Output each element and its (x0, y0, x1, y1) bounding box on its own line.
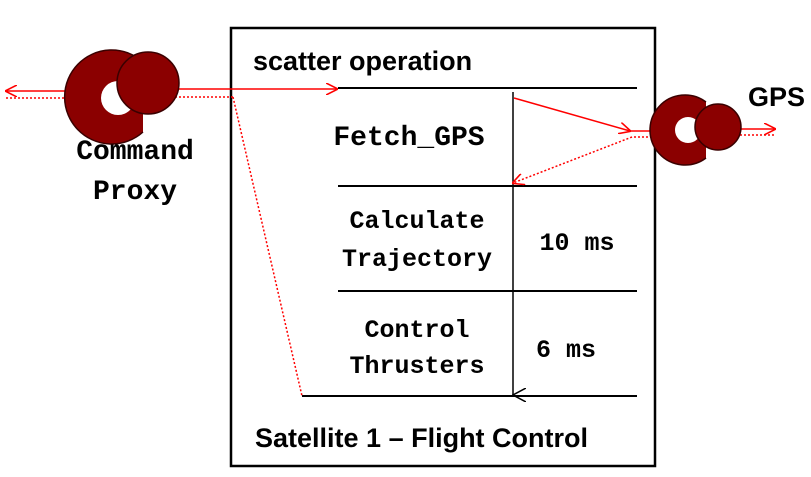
command-proxy-component-icon (63, 49, 180, 145)
step-calculate-line1: Calculate (349, 207, 484, 236)
step-fetch-gps: Fetch_GPS (333, 123, 484, 154)
satellite-box (229, 26, 657, 468)
step-control-duration: 6 ms (536, 336, 596, 365)
step-control-line1: Control (364, 316, 469, 345)
step-calculate-line2: Trajectory (342, 245, 492, 274)
gps-component-icon (649, 94, 742, 166)
satellite-caption: Satellite 1 – Flight Control (255, 423, 588, 453)
gps-label: GPS (748, 82, 805, 112)
step-control-line2: Thrusters (349, 352, 484, 381)
command-proxy-label-line1: Command (76, 137, 194, 168)
step-calculate-duration: 10 ms (539, 229, 614, 258)
gps-return-arrow (513, 136, 633, 183)
command-proxy-label-line2: Proxy (93, 177, 177, 208)
scatter-operation-label: scatter operation (253, 46, 472, 76)
proxy-return-diagonal-dotted (232, 96, 303, 397)
fetch-to-gps-arrow (513, 97, 630, 131)
